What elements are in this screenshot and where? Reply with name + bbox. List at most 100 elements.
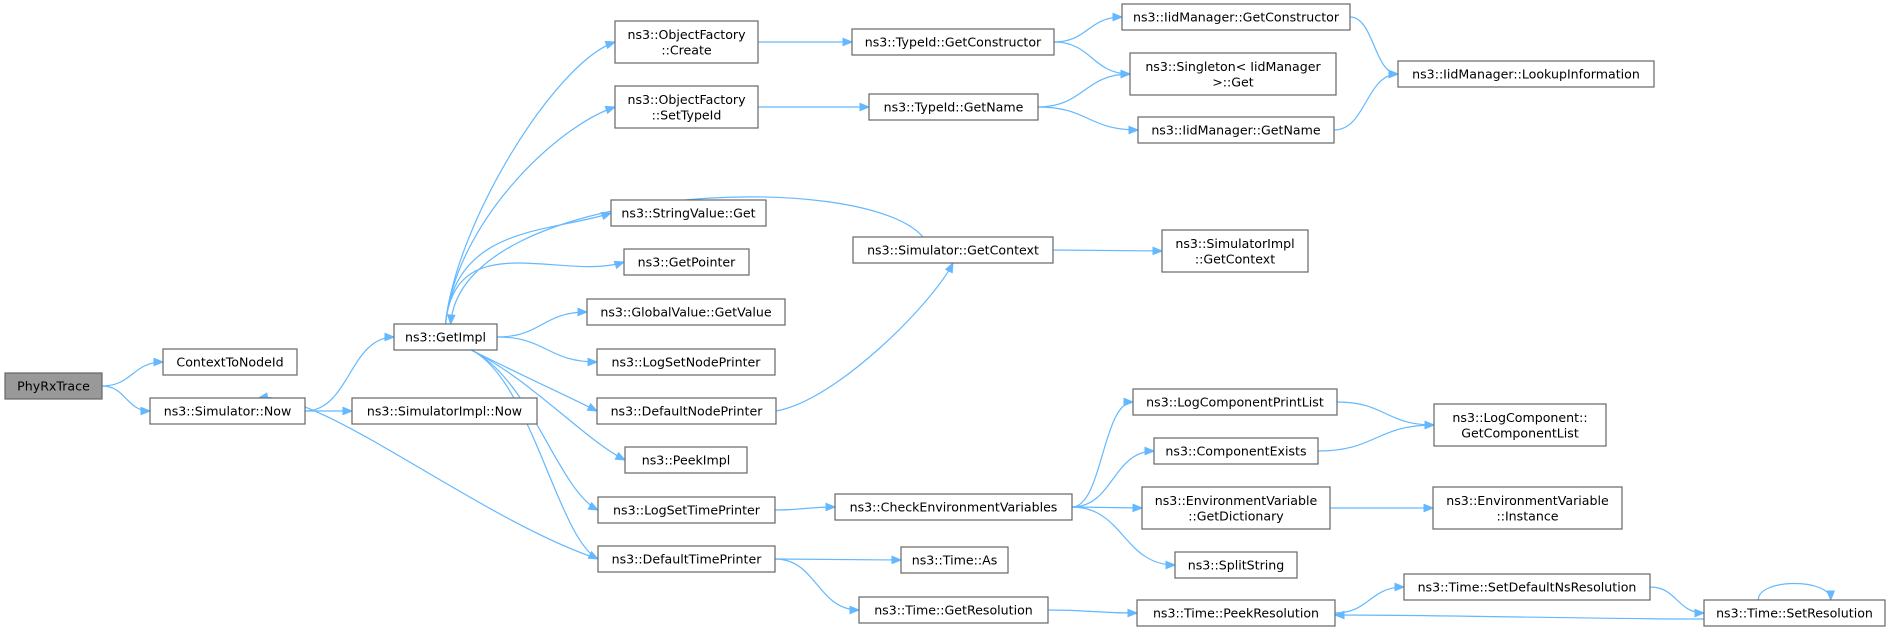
node-box <box>1433 403 1607 447</box>
edge-arrow <box>447 314 456 326</box>
node-time-get-resolution[interactable]: ns3::Time::GetResolution <box>858 596 1049 624</box>
node-log-set-time-printer[interactable]: ns3::LogSetTimePrinter <box>597 496 776 524</box>
edge-arrow <box>1144 446 1156 456</box>
node-get-impl[interactable]: ns3::GetImpl <box>393 323 498 351</box>
node-peek-impl[interactable]: ns3::PeekImpl <box>624 446 748 474</box>
node-string-value-get[interactable]: ns3::StringValue::Get <box>610 199 767 227</box>
node-split-string[interactable]: ns3::SplitString <box>1174 551 1298 579</box>
node-phy-rx-trace[interactable]: PhyRxTrace <box>4 372 103 400</box>
edge-sim-now-to-sim-impl-now <box>305 406 354 416</box>
node-time-peek-resolution[interactable]: ns3::Time::PeekResolution <box>1136 599 1336 627</box>
node-default-time-printer[interactable]: ns3::DefaultTimePrinter <box>597 545 776 573</box>
edge-arrow <box>859 102 871 112</box>
edge-check-env-vars-to-log-component-print-list <box>1071 397 1135 508</box>
node-ofcreate[interactable]: ns3::ObjectFactory::Create <box>614 20 759 64</box>
edge-line <box>1071 506 1143 509</box>
node-sim-impl-now[interactable]: ns3::SimulatorImpl::Now <box>351 397 538 425</box>
node-sim-get-context[interactable]: ns3::Simulator::GetContext <box>852 236 1054 264</box>
node-label: ns3::IidManager::GetConstructor <box>1133 10 1340 25</box>
node-label: ns3::TypeId::GetName <box>884 100 1024 115</box>
edge-check-env-vars-to-component-exists <box>1071 446 1156 508</box>
node-component-exists[interactable]: ns3::ComponentExists <box>1153 437 1319 465</box>
edge-line <box>470 349 598 412</box>
node-log-component-print-list[interactable]: ns3::LogComponentPrintList <box>1132 388 1338 416</box>
edge-line <box>470 349 599 511</box>
edge-line <box>1334 614 1705 620</box>
node-context-to-node-id[interactable]: ContextToNodeId <box>162 348 298 376</box>
edge-default-node-printer-to-sim-get-context <box>775 261 954 412</box>
node-label: ns3::LogComponent:: <box>1452 410 1587 425</box>
node-label: ns3::IidManager::GetName <box>1151 123 1321 138</box>
edge-ofset-type-id-to-type-id-get-name <box>758 102 871 112</box>
edge-line <box>1071 450 1155 508</box>
edge-arrow <box>1120 69 1132 79</box>
edge-iid-get-name-to-iid-lookup-information <box>1333 69 1400 131</box>
node-box <box>4 372 103 400</box>
node-log-comp-get-component-list[interactable]: ns3::LogComponent::GetComponentList <box>1433 403 1607 447</box>
node-box <box>1153 437 1319 465</box>
node-singleton-get[interactable]: ns3::Singleton< IidManager>::Get <box>1129 52 1337 96</box>
node-sim-impl-get-context[interactable]: ns3::SimulatorImpl::GetContext <box>1161 229 1309 273</box>
node-label: ns3::LogComponentPrintList <box>1146 395 1324 410</box>
node-ofset-type-id[interactable]: ns3::ObjectFactory::SetTypeId <box>614 85 759 129</box>
node-env-var-instance[interactable]: ns3::EnvironmentVariable::Instance <box>1432 486 1623 530</box>
edge-arrow <box>1112 12 1124 22</box>
edge-get-impl-to-get-pointer <box>444 260 626 325</box>
edge-arrow <box>842 37 854 47</box>
edge-get-impl-to-peek-impl <box>470 349 627 461</box>
edge-get-impl-to-ofcreate <box>444 40 617 325</box>
node-sim-now[interactable]: ns3::Simulator::Now <box>149 397 306 425</box>
node-iid-get-name[interactable]: ns3::IidManager::GetName <box>1137 116 1335 144</box>
edge-line <box>1037 106 1139 131</box>
edge-line <box>444 212 612 325</box>
node-get-pointer[interactable]: ns3::GetPointer <box>623 248 750 276</box>
edge-line <box>101 385 151 412</box>
node-box <box>596 397 777 425</box>
node-box <box>596 348 776 376</box>
edge-line <box>470 349 626 461</box>
node-box <box>1132 388 1338 416</box>
node-label: ns3::SplitString <box>1188 558 1285 573</box>
node-time-as[interactable]: ns3::Time::As <box>900 546 1009 574</box>
node-box <box>834 493 1073 521</box>
node-iid-get-constructor[interactable]: ns3::IidManager::GetConstructor <box>1121 3 1351 31</box>
node-box <box>858 596 1049 624</box>
node-label: ns3::Time::As <box>912 553 998 568</box>
edge-arrow <box>586 402 599 412</box>
node-type-id-get-name[interactable]: ns3::TypeId::GetName <box>868 93 1039 121</box>
node-box <box>851 28 1055 56</box>
edge-sim-get-context-to-sim-impl-get-context <box>1052 246 1164 256</box>
edge-line <box>1317 424 1435 452</box>
node-box <box>868 93 1039 121</box>
node-box <box>614 20 759 64</box>
edge-arrow <box>1423 503 1435 513</box>
node-box <box>1137 116 1335 144</box>
edge-phy-rx-trace-to-context-to-node-id <box>101 357 165 387</box>
node-label: ns3::Time::PeekResolution <box>1153 606 1319 621</box>
edge-line <box>444 41 616 325</box>
node-log-set-node-printer[interactable]: ns3::LogSetNodePrinter <box>596 348 776 376</box>
node-global-value-get-value[interactable]: ns3::GlobalValue::GetValue <box>586 298 786 326</box>
edge-arrow <box>1333 610 1345 620</box>
edge-iid-get-constructor-to-iid-lookup-information <box>1349 16 1400 79</box>
node-time-set-default-ns-resolution[interactable]: ns3::Time::SetDefaultNsResolution <box>1403 573 1651 601</box>
node-env-var-get-dictionary[interactable]: ns3::EnvironmentVariable::GetDictionary <box>1141 486 1331 530</box>
node-type-id-get-constructor[interactable]: ns3::TypeId::GetConstructor <box>851 28 1055 56</box>
edge-arrow <box>604 105 617 115</box>
node-iid-lookup-information[interactable]: ns3::IidManager::LookupInformation <box>1397 60 1655 88</box>
node-default-node-printer[interactable]: ns3::DefaultNodePrinter <box>596 397 777 425</box>
edge-log-set-time-printer-to-check-env-vars <box>774 502 837 512</box>
node-label: ns3::PeekImpl <box>642 453 730 468</box>
edge-arrow <box>153 357 165 367</box>
nodes-layer: PhyRxTraceContextToNodeIdns3::Simulator:… <box>4 3 1886 627</box>
edge-type-id-get-constructor-to-singleton-get <box>1053 41 1132 79</box>
node-label: ns3::EnvironmentVariable <box>1446 493 1609 508</box>
edge-line <box>1037 73 1131 108</box>
node-time-set-resolution[interactable]: ns3::Time::SetResolution <box>1703 599 1886 627</box>
edge-line <box>1053 41 1131 75</box>
edge-env-var-get-dictionary-to-env-var-instance <box>1330 503 1435 513</box>
edge-arrow <box>1165 560 1177 570</box>
edge-line <box>1333 73 1399 131</box>
node-check-env-vars[interactable]: ns3::CheckEnvironmentVariables <box>834 493 1073 521</box>
edge-arrow <box>577 307 589 317</box>
